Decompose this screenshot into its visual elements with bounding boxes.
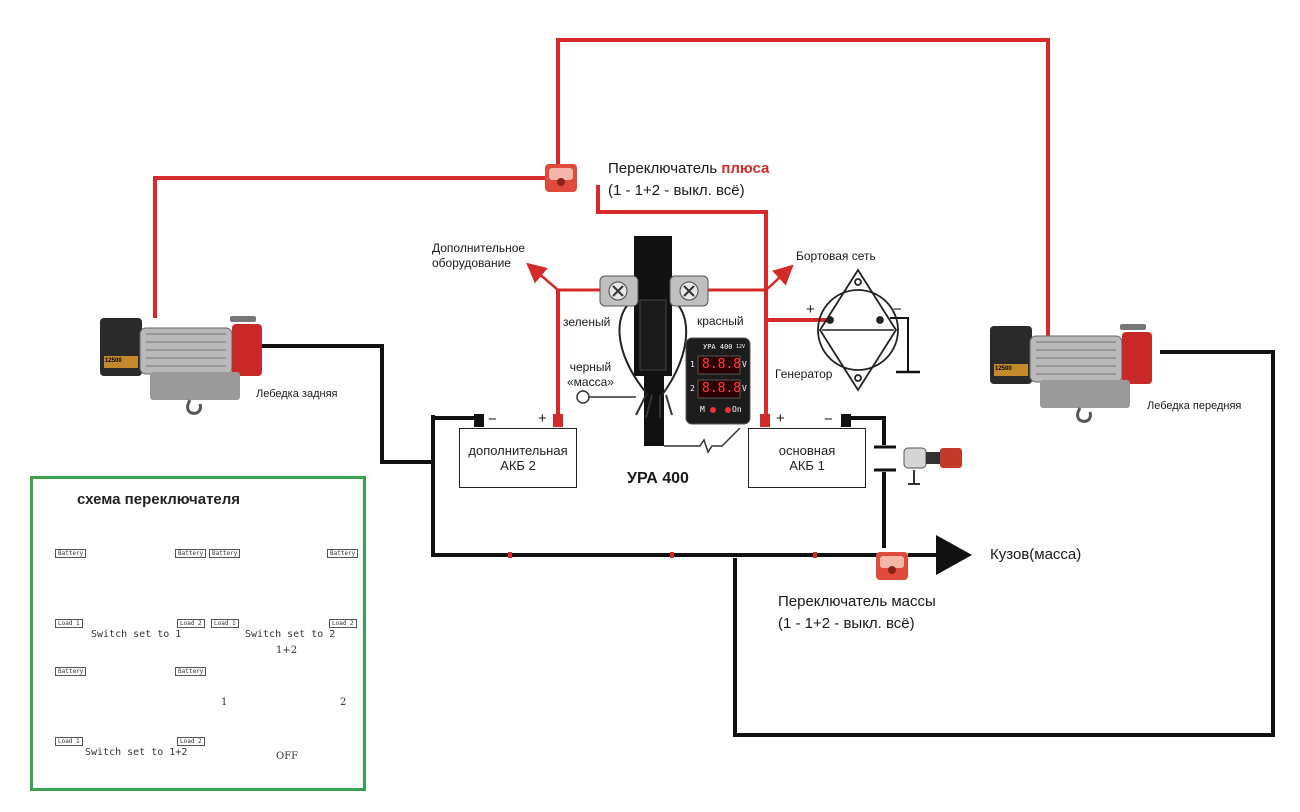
meter-led-m: M [700,405,705,414]
green-wire-label: зеленый [563,315,611,329]
device-name-label: УРА 400 [627,470,689,487]
extra-equipment-line2: оборудование [432,256,511,270]
inset-load2-2: Load 2 [329,619,357,628]
ground-switch-modes: (1 - 1+2 - выкл. всё) [778,615,915,632]
relay-terminal-right [669,275,709,307]
plus-switch-icon [545,164,577,192]
front-winch-label: Лебедка передняя [1147,400,1242,412]
wire-ground-bus [431,415,880,557]
aux-battery: дополнительная АКБ 2 [459,428,577,488]
aux-battery-line2: АКБ 2 [500,458,536,473]
main-plus-terminal [760,414,770,427]
meter-unit-1: V [742,360,747,369]
rear-winch-label: Лебедка задняя [256,388,338,400]
dial-bottom-label: OFF [276,751,299,762]
arrow-extra-equipment [526,262,559,291]
front-winch-image [990,324,1152,423]
red-wire-label: красный [697,314,744,328]
inset-caption-1: Switch set to 1 [91,629,182,640]
branch-arrows [526,262,794,291]
inset-load1-2: Load 1 [211,619,239,628]
inset-battery-2a: Battery [209,549,241,558]
black-wire-label: черный «масса» [567,360,614,390]
meter-voltage-rating: 12V [736,344,746,350]
dial-left-label: 1 [221,697,228,708]
main-minus-sign: − [824,411,833,428]
wire-plus-to-rear-winch [153,176,558,318]
wire-plus-to-front-winch [556,38,1050,340]
wire-front-winch-ground [733,350,1275,737]
inset-load1-3: Load 1 [55,737,83,746]
ground-wires [262,317,1275,737]
main-battery-line2: АКБ 1 [789,458,825,473]
arrow-onboard-network [765,264,794,291]
generator-label: Генератор [775,367,833,381]
aux-minus-sign: − [488,411,497,428]
main-battery: основная АКБ 1 [748,428,866,488]
rear-winch-image [100,316,262,415]
black-wire-line2: «масса» [567,375,614,389]
aux-minus-terminal [474,414,484,427]
inset-load2-3: Load 2 [177,737,205,746]
wire-plus-to-main [596,185,768,420]
positive-wires [153,38,1050,420]
inset-battery-3b: Battery [175,667,207,676]
meter-row1: 1 [690,360,695,369]
aux-plus-terminal [553,414,563,427]
meter-model: УРА 400 [703,343,733,351]
relay-terminal-left [599,275,639,307]
wire-rear-winch-ground [262,344,433,464]
splice-marks [508,552,817,558]
meter-led-on: On [732,405,742,414]
ground-breaker-symbol [874,445,896,472]
inset-caption-3: Switch set to 1+2 [85,747,188,758]
meter-row2: 2 [690,384,695,393]
aux-battery-line1: дополнительная [468,443,568,458]
generator-symbol [817,268,899,392]
ground-switch-icon [876,552,908,580]
plus-switch-accent: плюса [721,160,770,177]
front-winch-badge: 12500 [995,366,1012,372]
main-battery-line1: основная [778,443,836,458]
switch-scheme-inset: схема переключателя Battery Battery Load… [30,476,366,791]
voltmeter-panel [685,337,751,425]
aux-plus-sign: + [538,410,547,427]
rear-winch-badge: 12500 [105,358,122,364]
inset-battery-1a: Battery [55,549,87,558]
onboard-network-label: Бортовая сеть [796,249,876,263]
black-wire-line1: черный [569,360,612,374]
inset-battery-3a: Battery [55,667,87,676]
battery-terminals [474,414,851,427]
inset-battery-2b: Battery [327,549,359,558]
extra-equipment-line1: Дополнительное [432,241,526,255]
meter-display-2: 8.8.8 [702,381,742,396]
dial-top-label: 1+2 [276,645,298,656]
inset-battery-1b: Battery [175,549,207,558]
body-ground-label: Кузов(масса) [990,546,1082,563]
main-minus-terminal [841,414,851,427]
generator-plus: + [806,301,815,318]
inset-title: схема переключателя [77,491,241,508]
ground-switch-title: Переключатель массы [778,593,936,610]
main-plus-sign: + [776,410,785,427]
wire-main-minus [845,416,886,445]
disconnect-key-icon [903,447,962,485]
meter-display-1: 8.8.8 [702,357,742,372]
plus-switch-prefix: Переключатель [608,160,718,177]
inset-load2-1: Load 2 [177,619,205,628]
extra-equipment-label: Дополнительное оборудование [432,241,525,271]
plus-switch-label: Переключатель плюса [608,160,769,177]
dial-right-label: 2 [340,697,347,708]
inset-caption-2: Switch set to 2 [245,629,336,640]
voltage-relay-device [576,236,741,454]
plus-switch-modes: (1 - 1+2 - выкл. всё) [608,182,745,199]
generator-minus: − [893,301,902,318]
meter-unit-2: V [742,384,747,393]
inset-load1-1: Load 1 [55,619,83,628]
